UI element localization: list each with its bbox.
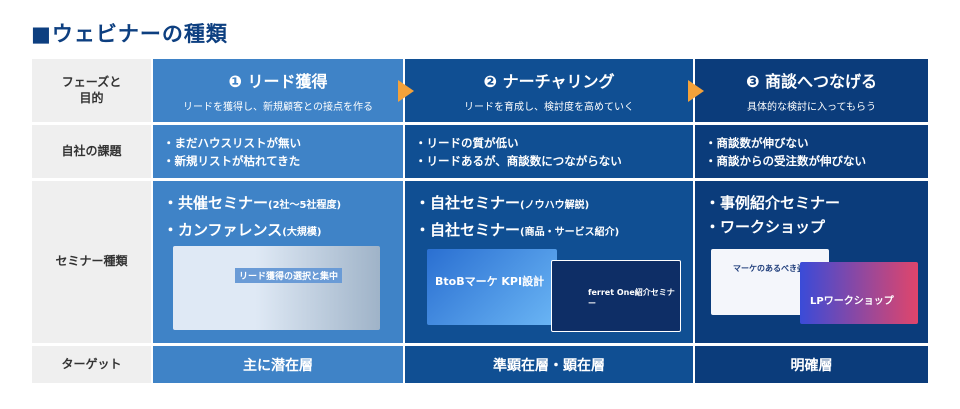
phase-subtitle: 具体的な検討に入ってもらう	[747, 102, 876, 113]
seminar-item: ・ワークショップ	[705, 218, 826, 236]
phase-subtitle: リードを獲得し、新規顧客との接点を作る	[183, 102, 373, 113]
issue-item: ・リードあるが、商談数につながらない	[415, 153, 622, 168]
phase-2-header: ❷ ナーチャリング リードを育成し、検討度を高めていく	[405, 59, 693, 122]
row-label-target: ターゲット	[32, 346, 151, 383]
phase-subtitle: リードを育成し、検討度を高めていく	[464, 102, 634, 113]
phase-3-issues: ・商談数が伸びない ・商談からの受注数が伸びない	[695, 125, 928, 178]
phase-title: ❸ 商談へつなげる	[745, 72, 878, 91]
arrow-right-icon	[398, 80, 414, 102]
phase-1-header: ❶ リード獲得 リードを獲得し、新規顧客との接点を作る	[153, 59, 403, 122]
banner-image: ferret One紹介セミナー	[551, 260, 681, 332]
seminar-item: ・カンファレンス(大規模)	[163, 221, 322, 239]
phase-3-header: ❸ 商談へつなげる 具体的な検討に入ってもらう	[695, 59, 928, 122]
seminar-item: ・自社セミナー(商品・サービス紹介)	[415, 221, 620, 239]
row-label-phase: フェーズと 目的	[32, 59, 151, 122]
phase-title: ❷ ナーチャリング	[483, 72, 615, 91]
seminar-item: ・自社セミナー(ノウハウ解説)	[415, 194, 590, 212]
phase-title: ❶ リード獲得	[228, 72, 328, 91]
phase-1-issues: ・まだハウスリストが無い ・新規リストが枯れてきた	[153, 125, 403, 178]
issue-item: ・商談数が伸びない	[705, 135, 809, 150]
banner-image: BtoBマーケ KPI設計	[427, 249, 557, 325]
issue-item: ・新規リストが枯れてきた	[163, 153, 301, 168]
phase-2-target: 準顕在層・顕在層	[405, 346, 693, 383]
seminar-item: ・事例紹介セミナー	[705, 194, 841, 212]
phase-1-target: 主に潜在層	[153, 346, 403, 383]
banner-image: リード獲得の選択と集中	[173, 246, 380, 330]
phase-2-issues: ・リードの質が低い ・リードあるが、商談数につながらない	[405, 125, 693, 178]
issue-item: ・まだハウスリストが無い	[163, 135, 301, 150]
arrow-right-icon	[688, 80, 704, 102]
page-title: ■ウェビナーの種類	[31, 22, 228, 46]
issue-item: ・商談からの受注数が伸びない	[705, 153, 866, 168]
row-label-issues: 自社の課題	[32, 125, 151, 178]
banner-image: LPワークショップ	[800, 262, 918, 324]
phase-3-target: 明確層	[695, 346, 928, 383]
row-label-seminar: セミナー種類	[32, 181, 151, 343]
seminar-item: ・共催セミナー(2社～5社程度)	[163, 194, 342, 212]
issue-item: ・リードの質が低い	[415, 135, 519, 150]
